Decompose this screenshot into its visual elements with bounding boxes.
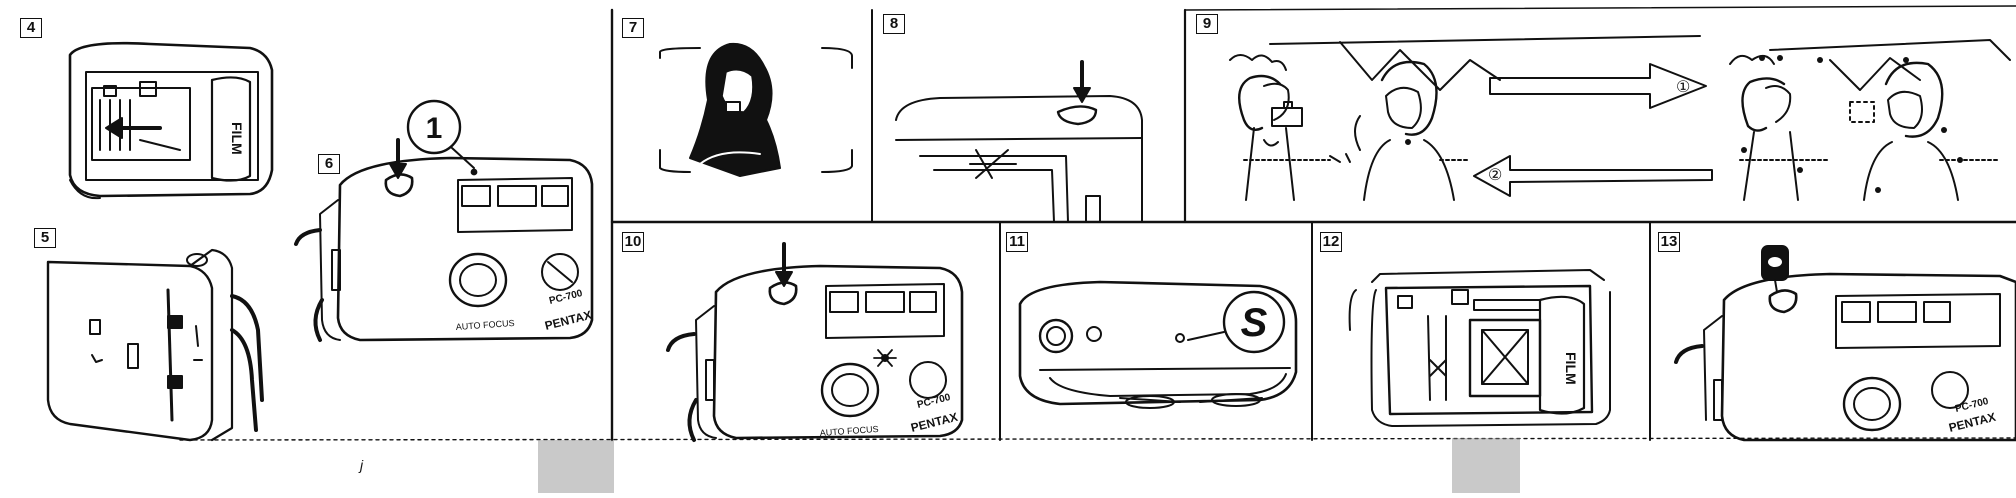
panel-number-7: 7 xyxy=(622,18,644,38)
arrow-label-2: ② xyxy=(1488,167,1502,184)
film-label-p4: FILM xyxy=(229,122,245,155)
auto-focus-p10: AUTO FOCUS xyxy=(819,424,878,438)
stray-mark: j xyxy=(358,457,364,473)
auto-focus-p6: AUTO FOCUS xyxy=(455,318,514,332)
panel-number-4: 4 xyxy=(20,18,42,38)
brand-p6: PENTAX xyxy=(543,308,593,333)
panel-number-11: 11 xyxy=(1006,232,1028,252)
illustration-viewfinder-portrait xyxy=(659,42,853,177)
illustration-rewind xyxy=(1348,269,1611,427)
model-p10: PC-700 xyxy=(916,392,952,411)
panel-number-13: 13 xyxy=(1658,232,1680,252)
illustration-camera-front xyxy=(294,99,594,342)
brand-p10: PENTAX xyxy=(909,410,959,435)
model-p6: PC-700 xyxy=(548,288,584,307)
halftone-patches xyxy=(538,438,1520,493)
callout-number: 1 xyxy=(426,112,443,145)
illustration-closing-back xyxy=(46,248,264,442)
panel-number-6: 6 xyxy=(318,154,340,174)
panel-number-9: 9 xyxy=(1196,14,1218,34)
panel-number-10: 10 xyxy=(622,232,644,252)
callout-s: S xyxy=(1241,301,1268,345)
panel-number-5: 5 xyxy=(34,228,56,248)
film-label-p12: FILM xyxy=(1563,352,1579,385)
panel-number-12: 12 xyxy=(1320,232,1342,252)
illustration-focus-lock xyxy=(1229,35,2011,201)
illustration-half-press xyxy=(895,60,1143,223)
brand-p13: PENTAX xyxy=(1947,410,1997,435)
illustration-camera-bottom xyxy=(1018,280,1298,409)
illustration-film-loading xyxy=(68,41,274,200)
panel-number-8: 8 xyxy=(883,14,905,34)
illustration-full-press xyxy=(666,242,964,442)
illustration-remote-tag xyxy=(1674,245,2016,442)
arrow-label-1: ① xyxy=(1676,79,1690,96)
